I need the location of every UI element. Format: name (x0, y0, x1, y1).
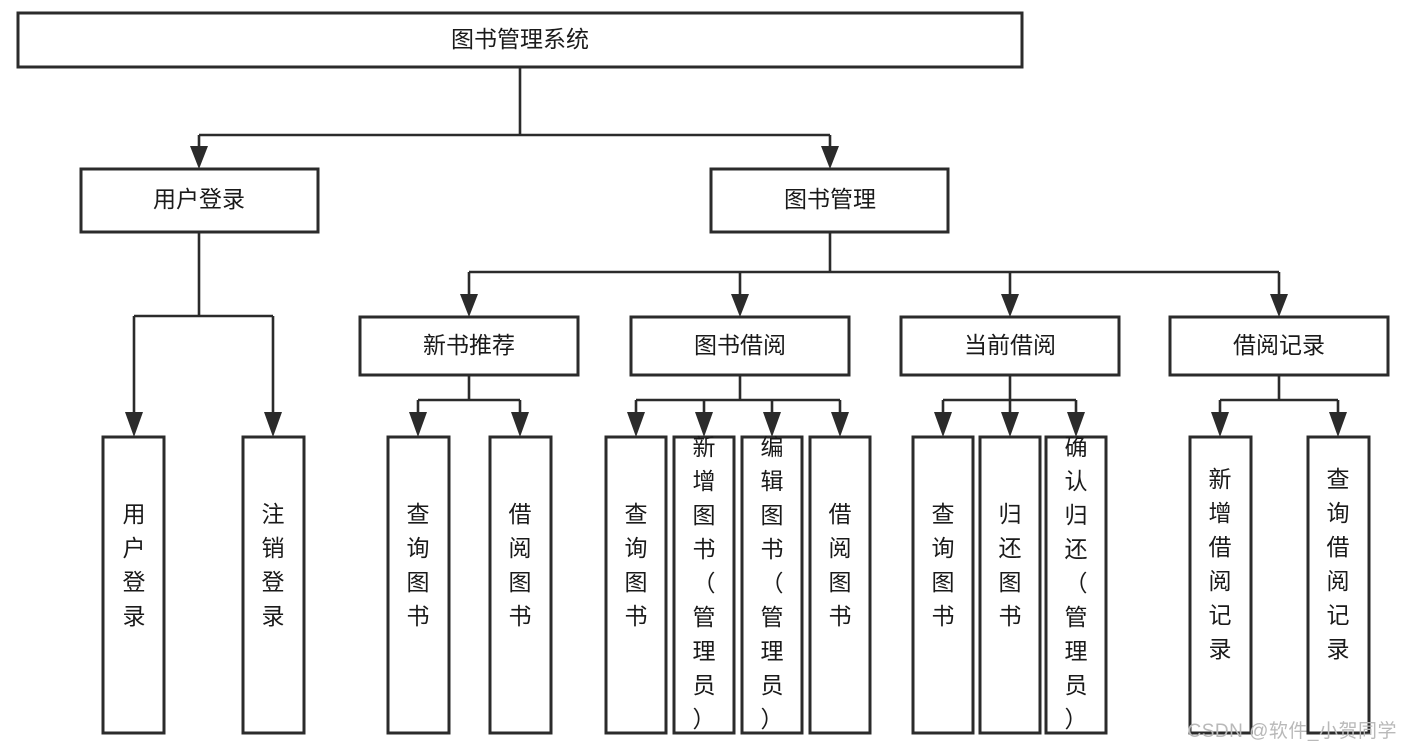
node-book-borrow[interactable]: 图书借阅 (629, 315, 851, 377)
leaf-br-add-box[interactable] (1188, 435, 1253, 735)
leaf-rec-query-label: 查询图书 (407, 501, 430, 629)
leaf-bb-edit-label: 编辑图书（管理员） (761, 434, 784, 732)
node-root-box[interactable] (16, 11, 1024, 69)
arrow-to-new-book-rec (460, 294, 478, 317)
leaf-user-login-label: 用户登录 (123, 501, 146, 629)
leaf-br-query-label: 查询借阅记录 (1327, 466, 1350, 662)
arrow-leaf-user-login (125, 412, 143, 437)
node-user-login-box[interactable] (79, 167, 320, 234)
leaf-br-query[interactable]: 查询借阅记录 (1306, 435, 1371, 735)
node-current-borrow-label: 当前借阅 (964, 332, 1056, 358)
csdn-watermark: CSDN @软件_小贺同学 (1187, 721, 1397, 742)
arrow-leaf-cb-confirm (1067, 412, 1085, 437)
arrow-leaf-logout (264, 412, 282, 437)
leaf-rec-query-box[interactable] (386, 435, 451, 735)
leaf-br-add-label: 新增借阅记录 (1209, 466, 1232, 662)
leaf-logout-box[interactable] (241, 435, 306, 735)
node-new-book-rec[interactable]: 新书推荐 (358, 315, 580, 377)
arrow-to-book-manage (821, 146, 839, 169)
node-borrow-record[interactable]: 借阅记录 (1168, 315, 1390, 377)
node-book-manage[interactable]: 图书管理 (709, 167, 950, 234)
arrow-leaf-bb-add (695, 412, 713, 437)
leaf-cb-return-box[interactable] (978, 435, 1042, 735)
node-borrow-record-box[interactable] (1168, 315, 1390, 377)
arrow-leaf-bb-query (627, 412, 645, 437)
leaf-bb-edit[interactable]: 编辑图书（管理员） (740, 434, 804, 735)
node-book-borrow-box[interactable] (629, 315, 851, 377)
leaf-rec-borrow-box[interactable] (488, 435, 553, 735)
leaf-logout[interactable]: 注销登录 (241, 435, 306, 735)
leaf-logout-label: 注销登录 (262, 501, 285, 629)
leaf-cb-confirm-label: 确认归还（管理员） (1065, 434, 1088, 732)
leaf-rec-borrow-label: 借阅图书 (509, 501, 532, 629)
node-root[interactable]: 图书管理系统 (16, 11, 1024, 69)
node-user-login[interactable]: 用户登录 (79, 167, 320, 234)
arrow-leaf-rec-query (409, 412, 427, 437)
node-current-borrow[interactable]: 当前借阅 (899, 315, 1121, 377)
arrow-to-current-borrow (1001, 294, 1019, 317)
leaf-rec-query[interactable]: 查询图书 (386, 435, 451, 735)
node-book-manage-box[interactable] (709, 167, 950, 234)
arrow-to-user-login (190, 146, 208, 169)
leaf-bb-query[interactable]: 查询图书 (604, 435, 668, 735)
leaf-bb-add-box[interactable] (672, 435, 736, 735)
arrow-leaf-br-query (1329, 412, 1347, 437)
node-user-login-label: 用户登录 (153, 186, 245, 212)
leaf-cb-query-box[interactable] (911, 435, 975, 735)
leaf-br-add[interactable]: 新增借阅记录 (1188, 435, 1253, 735)
leaf-bb-borrow[interactable]: 借阅图书 (808, 435, 872, 735)
arrow-leaf-rec-borrow (511, 412, 529, 437)
leaf-bb-add-label: 新增图书（管理员） (693, 434, 716, 732)
leaf-bb-borrow-box[interactable] (808, 435, 872, 735)
arrow-leaf-br-add (1211, 412, 1229, 437)
node-book-manage-label: 图书管理 (784, 186, 876, 212)
arrow-to-borrow-record (1270, 294, 1288, 317)
leaf-cb-query-label: 查询图书 (932, 501, 955, 629)
node-borrow-record-label: 借阅记录 (1233, 332, 1325, 358)
leaf-bb-query-box[interactable] (604, 435, 668, 735)
connector-layer (125, 67, 1347, 437)
leaf-user-login-box[interactable] (101, 435, 166, 735)
leaf-cb-query[interactable]: 查询图书 (911, 435, 975, 735)
arrow-leaf-cb-query (934, 412, 952, 437)
leaf-cb-confirm[interactable]: 确认归还（管理员） (1044, 434, 1108, 735)
node-root-label: 图书管理系统 (451, 26, 589, 52)
node-current-borrow-box[interactable] (899, 315, 1121, 377)
leaf-br-query-box[interactable] (1306, 435, 1371, 735)
node-new-book-rec-label: 新书推荐 (423, 332, 515, 358)
leaf-bb-add[interactable]: 新增图书（管理员） (672, 434, 736, 735)
leaf-cb-confirm-box[interactable] (1044, 435, 1108, 735)
leaf-cb-return-label: 归还图书 (999, 501, 1022, 629)
arrow-leaf-cb-return (1001, 412, 1019, 437)
arrow-leaf-bb-borrow (831, 412, 849, 437)
leaf-bb-borrow-label: 借阅图书 (829, 501, 852, 629)
node-new-book-rec-box[interactable] (358, 315, 580, 377)
arrow-to-book-borrow (731, 294, 749, 317)
leaf-bb-query-label: 查询图书 (625, 501, 648, 629)
node-book-borrow-label: 图书借阅 (694, 332, 786, 358)
leaf-cb-return[interactable]: 归还图书 (978, 435, 1042, 735)
leaf-user-login[interactable]: 用户登录 (101, 435, 166, 735)
leaf-rec-borrow[interactable]: 借阅图书 (488, 435, 553, 735)
arrow-leaf-bb-edit (763, 412, 781, 437)
leaf-bb-edit-box[interactable] (740, 435, 804, 735)
